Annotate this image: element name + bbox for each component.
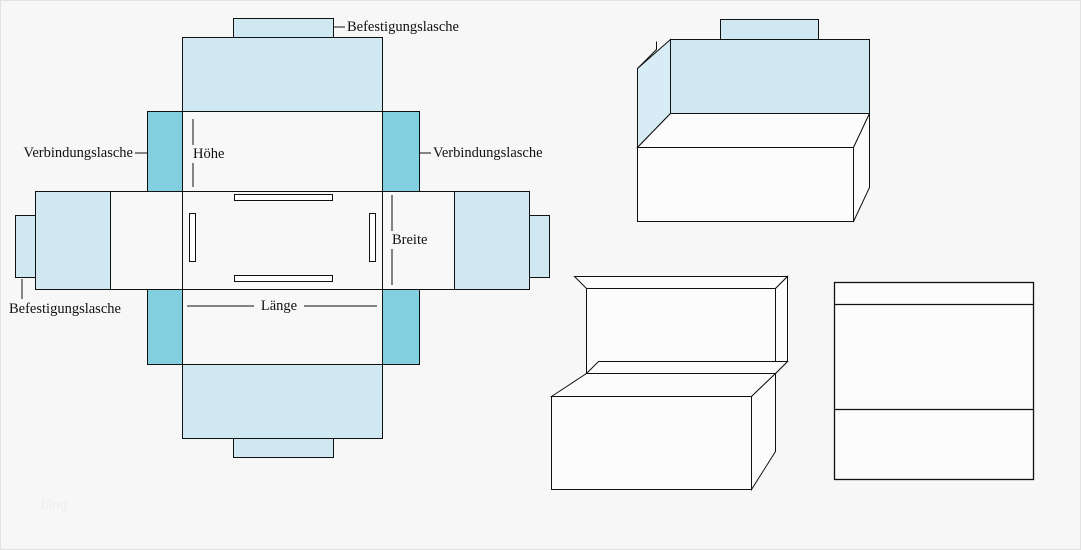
label-left-connector: Verbindungslasche [23, 145, 133, 161]
open-box-lid-rim [573, 276, 789, 289]
top-lid-panel[interactable] [182, 37, 383, 112]
front-wall-panel[interactable] [182, 289, 383, 365]
flat-box-outer-frame [833, 281, 1035, 481]
top-fastening-tab[interactable] [233, 18, 334, 38]
label-right-connector: Verbindungslasche [433, 145, 543, 161]
slot-right-vertical [369, 213, 376, 262]
box-right-face-3d [853, 113, 870, 222]
slot-left-vertical [189, 213, 196, 262]
lid-side-flap-notch [637, 41, 657, 69]
open-box-back-wall [586, 288, 776, 374]
label-top-fastening-tab: Befestigungslasche [347, 19, 459, 35]
open-box-base-top [585, 361, 789, 374]
lid-panel-3d [670, 39, 870, 114]
base-panel[interactable] [182, 191, 383, 290]
right-side-lid-panel[interactable] [454, 191, 530, 290]
left-side-lid-panel[interactable] [35, 191, 111, 290]
slot-top-horizontal [234, 194, 333, 201]
bottom-fastening-tab[interactable] [233, 438, 334, 458]
open-box-top-slant [549, 373, 777, 397]
slot-bottom-horizontal [234, 275, 333, 282]
right-outer-fastening-tab[interactable] [529, 215, 550, 278]
left-wall-panel[interactable] [110, 191, 183, 290]
bottom-lid-panel[interactable] [182, 364, 383, 439]
watermark-text: blog [41, 497, 68, 512]
lower-right-connector-tab[interactable] [382, 289, 420, 365]
open-box-right-face [751, 372, 776, 492]
left-outer-fastening-tab[interactable] [15, 215, 36, 278]
box-front-face-3d [637, 147, 854, 222]
label-dimension-length: Länge [261, 298, 297, 314]
unfolded-box-net [15, 18, 550, 458]
box-top-surface-3d [636, 113, 871, 148]
net-annotations: Befestigungslasche Verbindungslasche Ver… [9, 19, 543, 317]
lower-left-connector-tab[interactable] [147, 289, 183, 365]
upper-left-connector-tab[interactable] [147, 111, 183, 192]
lid-top-tab [720, 19, 819, 40]
open-box-3d [549, 275, 789, 492]
open-box-back-right-wall [775, 275, 788, 375]
upper-right-connector-tab[interactable] [382, 111, 420, 192]
box-3d-with-lid [636, 19, 871, 222]
label-dimension-height: Höhe [193, 146, 224, 162]
flat-box-front-view [833, 281, 1035, 481]
open-box-front-face [551, 396, 752, 490]
label-bottom-left-fastening-tab: Befestigungslasche [9, 301, 121, 317]
label-dimension-width: Breite [392, 232, 427, 248]
